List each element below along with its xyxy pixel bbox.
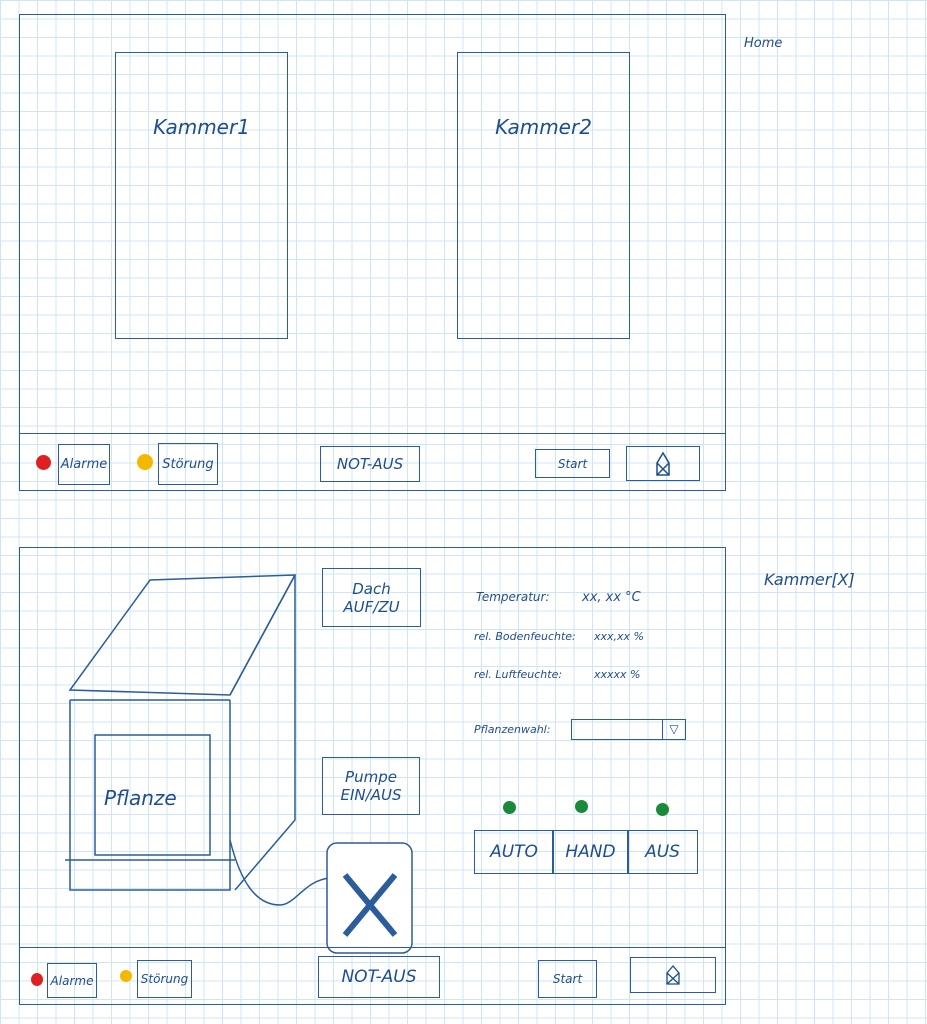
pump-toggle-button[interactable]: Pumpe EIN/AUS	[322, 757, 420, 815]
mode-hand-button[interactable]: HAND	[552, 830, 629, 874]
hand-led-icon	[575, 800, 588, 813]
home-icon	[666, 965, 680, 985]
home-screen-title: Home	[744, 36, 783, 51]
chamber-2-label: Kammer2	[495, 115, 592, 139]
start-button[interactable]: Start	[535, 449, 610, 478]
home-button[interactable]	[630, 957, 716, 993]
roof-toggle-button[interactable]: Dach AUF/ZU	[322, 568, 421, 627]
faults-button[interactable]: Störung	[137, 960, 192, 998]
chamber-screen-title: Kammer[X]	[764, 570, 855, 589]
air-humidity-label: rel. Luftfeuchte:	[474, 668, 563, 681]
plant-select-label: Pflanzenwahl:	[474, 723, 551, 736]
alarms-button[interactable]: Alarme	[47, 963, 97, 998]
chamber-screen	[19, 547, 726, 1005]
temperature-value: xx, xx °C	[582, 590, 641, 605]
plant-select-dropdown[interactable]: ▽	[571, 719, 686, 740]
home-screen	[19, 14, 726, 491]
alarm-indicator-icon	[31, 973, 43, 986]
soil-humidity-label: rel. Bodenfeuchte:	[474, 630, 576, 643]
pump-tank	[326, 842, 413, 954]
chamber-1-tile[interactable]: Kammer1	[115, 52, 288, 339]
temperature-label: Temperatur:	[476, 590, 550, 604]
alarms-button[interactable]: Alarme	[58, 444, 110, 485]
greenhouse-roof	[68, 574, 297, 696]
chamber-2-tile[interactable]: Kammer2	[457, 52, 630, 339]
plant-select-value	[572, 720, 662, 739]
chamber-footer-divider	[19, 947, 726, 948]
fault-indicator-icon	[137, 454, 153, 470]
faults-button[interactable]: Störung	[158, 443, 218, 485]
home-footer-divider	[19, 433, 726, 434]
home-button[interactable]	[626, 446, 700, 481]
off-led-icon	[656, 803, 669, 816]
air-humidity-value: xxxxx %	[594, 668, 641, 681]
mode-off-button[interactable]: AUS	[627, 830, 698, 874]
dropdown-arrow-icon[interactable]: ▽	[662, 720, 685, 739]
start-button[interactable]: Start	[538, 960, 597, 998]
home-icon	[656, 451, 670, 476]
fault-indicator-icon	[120, 970, 132, 982]
plant-area	[94, 734, 211, 856]
emergency-stop-button[interactable]: NOT-AUS	[318, 956, 440, 998]
pump-x-icon	[342, 873, 398, 937]
plant-label: Pflanze	[104, 786, 177, 810]
auto-led-icon	[503, 801, 516, 814]
soil-humidity-value: xxx,xx %	[594, 630, 644, 643]
greenhouse-sketch	[65, 574, 413, 954]
chamber-1-label: Kammer1	[153, 115, 250, 139]
emergency-stop-button[interactable]: NOT-AUS	[320, 446, 420, 482]
mode-auto-button[interactable]: AUTO	[474, 830, 554, 874]
alarm-indicator-icon	[36, 455, 51, 470]
